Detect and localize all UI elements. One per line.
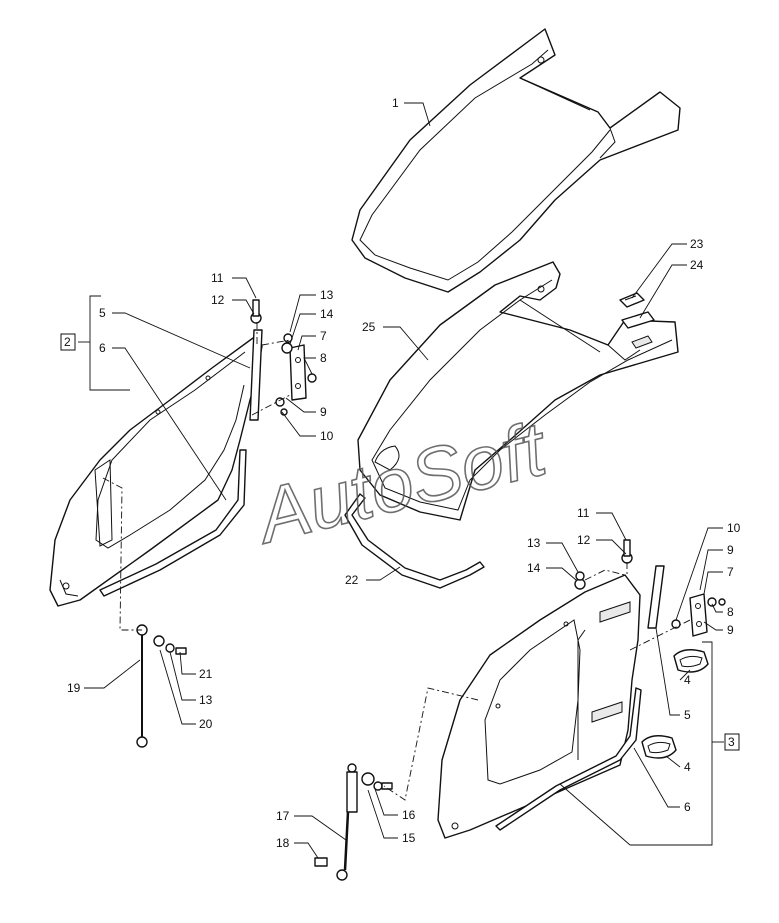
- callout-2: 2: [64, 335, 71, 349]
- callout-10-right: 10: [727, 521, 741, 535]
- part-4-grommet-lower: [641, 735, 677, 759]
- callout-8-left: 8: [320, 351, 327, 365]
- callout-16: 16: [402, 808, 416, 822]
- left-strip-6: [99, 449, 247, 597]
- callout-25: 25: [362, 320, 376, 334]
- part-4-grommet-upper: [673, 649, 709, 673]
- part-19-strut: [136, 624, 187, 748]
- right-strip-6: [495, 687, 642, 831]
- leader-lines: [84, 102, 723, 859]
- callout-22: 22: [345, 573, 359, 587]
- callout-box-2: [60, 333, 76, 351]
- callout-13-left: 13: [320, 288, 334, 302]
- callout-box-3: [724, 733, 740, 751]
- left-hinge: [250, 299, 317, 416]
- callout-5-left: 5: [99, 306, 106, 320]
- callout-11-left: 11: [211, 271, 224, 285]
- callout-9-left: 9: [320, 405, 327, 419]
- callout-9-right-upper: 9: [727, 543, 734, 557]
- callout-6-left: 6: [99, 341, 106, 355]
- callout-19: 19: [67, 681, 81, 695]
- callout-6-right: 6: [684, 800, 691, 814]
- callout-21: 21: [199, 667, 213, 681]
- bracket-3: [559, 641, 724, 846]
- part-25-main-panel: [357, 261, 679, 521]
- callout-14-right: 14: [527, 561, 541, 575]
- callout-4-lower: 4: [684, 760, 691, 774]
- callout-4-upper: 4: [684, 673, 691, 687]
- right-hinge: [574, 539, 726, 637]
- callout-labels: 1 23 24 25 22 11 12 13 14 7 8 9 10 5 6 2…: [60, 96, 741, 850]
- callout-7-left: 7: [320, 329, 327, 343]
- callout-24: 24: [690, 258, 704, 272]
- callout-15: 15: [402, 831, 416, 845]
- callout-3: 3: [728, 735, 735, 749]
- callout-18: 18: [276, 836, 290, 850]
- part-22-seal: [344, 493, 485, 589]
- callout-8-right: 8: [727, 605, 734, 619]
- right-strip-5: [647, 565, 665, 629]
- part-24-plate: [621, 311, 655, 329]
- callout-23: 23: [690, 237, 704, 251]
- left-strip-5: [249, 329, 263, 421]
- alignment-lines: [102, 322, 691, 801]
- callout-17: 17: [276, 809, 290, 823]
- callout-13-lower-left: 13: [199, 693, 213, 707]
- callout-11-right: 11: [577, 506, 590, 520]
- callout-12-right: 12: [577, 533, 591, 547]
- callout-7-right: 7: [727, 565, 734, 579]
- part-23-latch: [619, 292, 645, 308]
- callout-20: 20: [199, 717, 213, 731]
- callout-10-left: 10: [320, 429, 334, 443]
- part-1-roof-panel: [351, 28, 681, 293]
- callout-9-right-lower: 9: [727, 623, 734, 637]
- callout-1: 1: [392, 96, 399, 110]
- callout-12-left: 12: [211, 293, 225, 307]
- callout-5-right: 5: [684, 708, 691, 722]
- bracket-2: [78, 295, 130, 391]
- part-17-strut: [314, 763, 393, 881]
- callout-14-left: 14: [320, 307, 334, 321]
- callout-13-right: 13: [527, 536, 541, 550]
